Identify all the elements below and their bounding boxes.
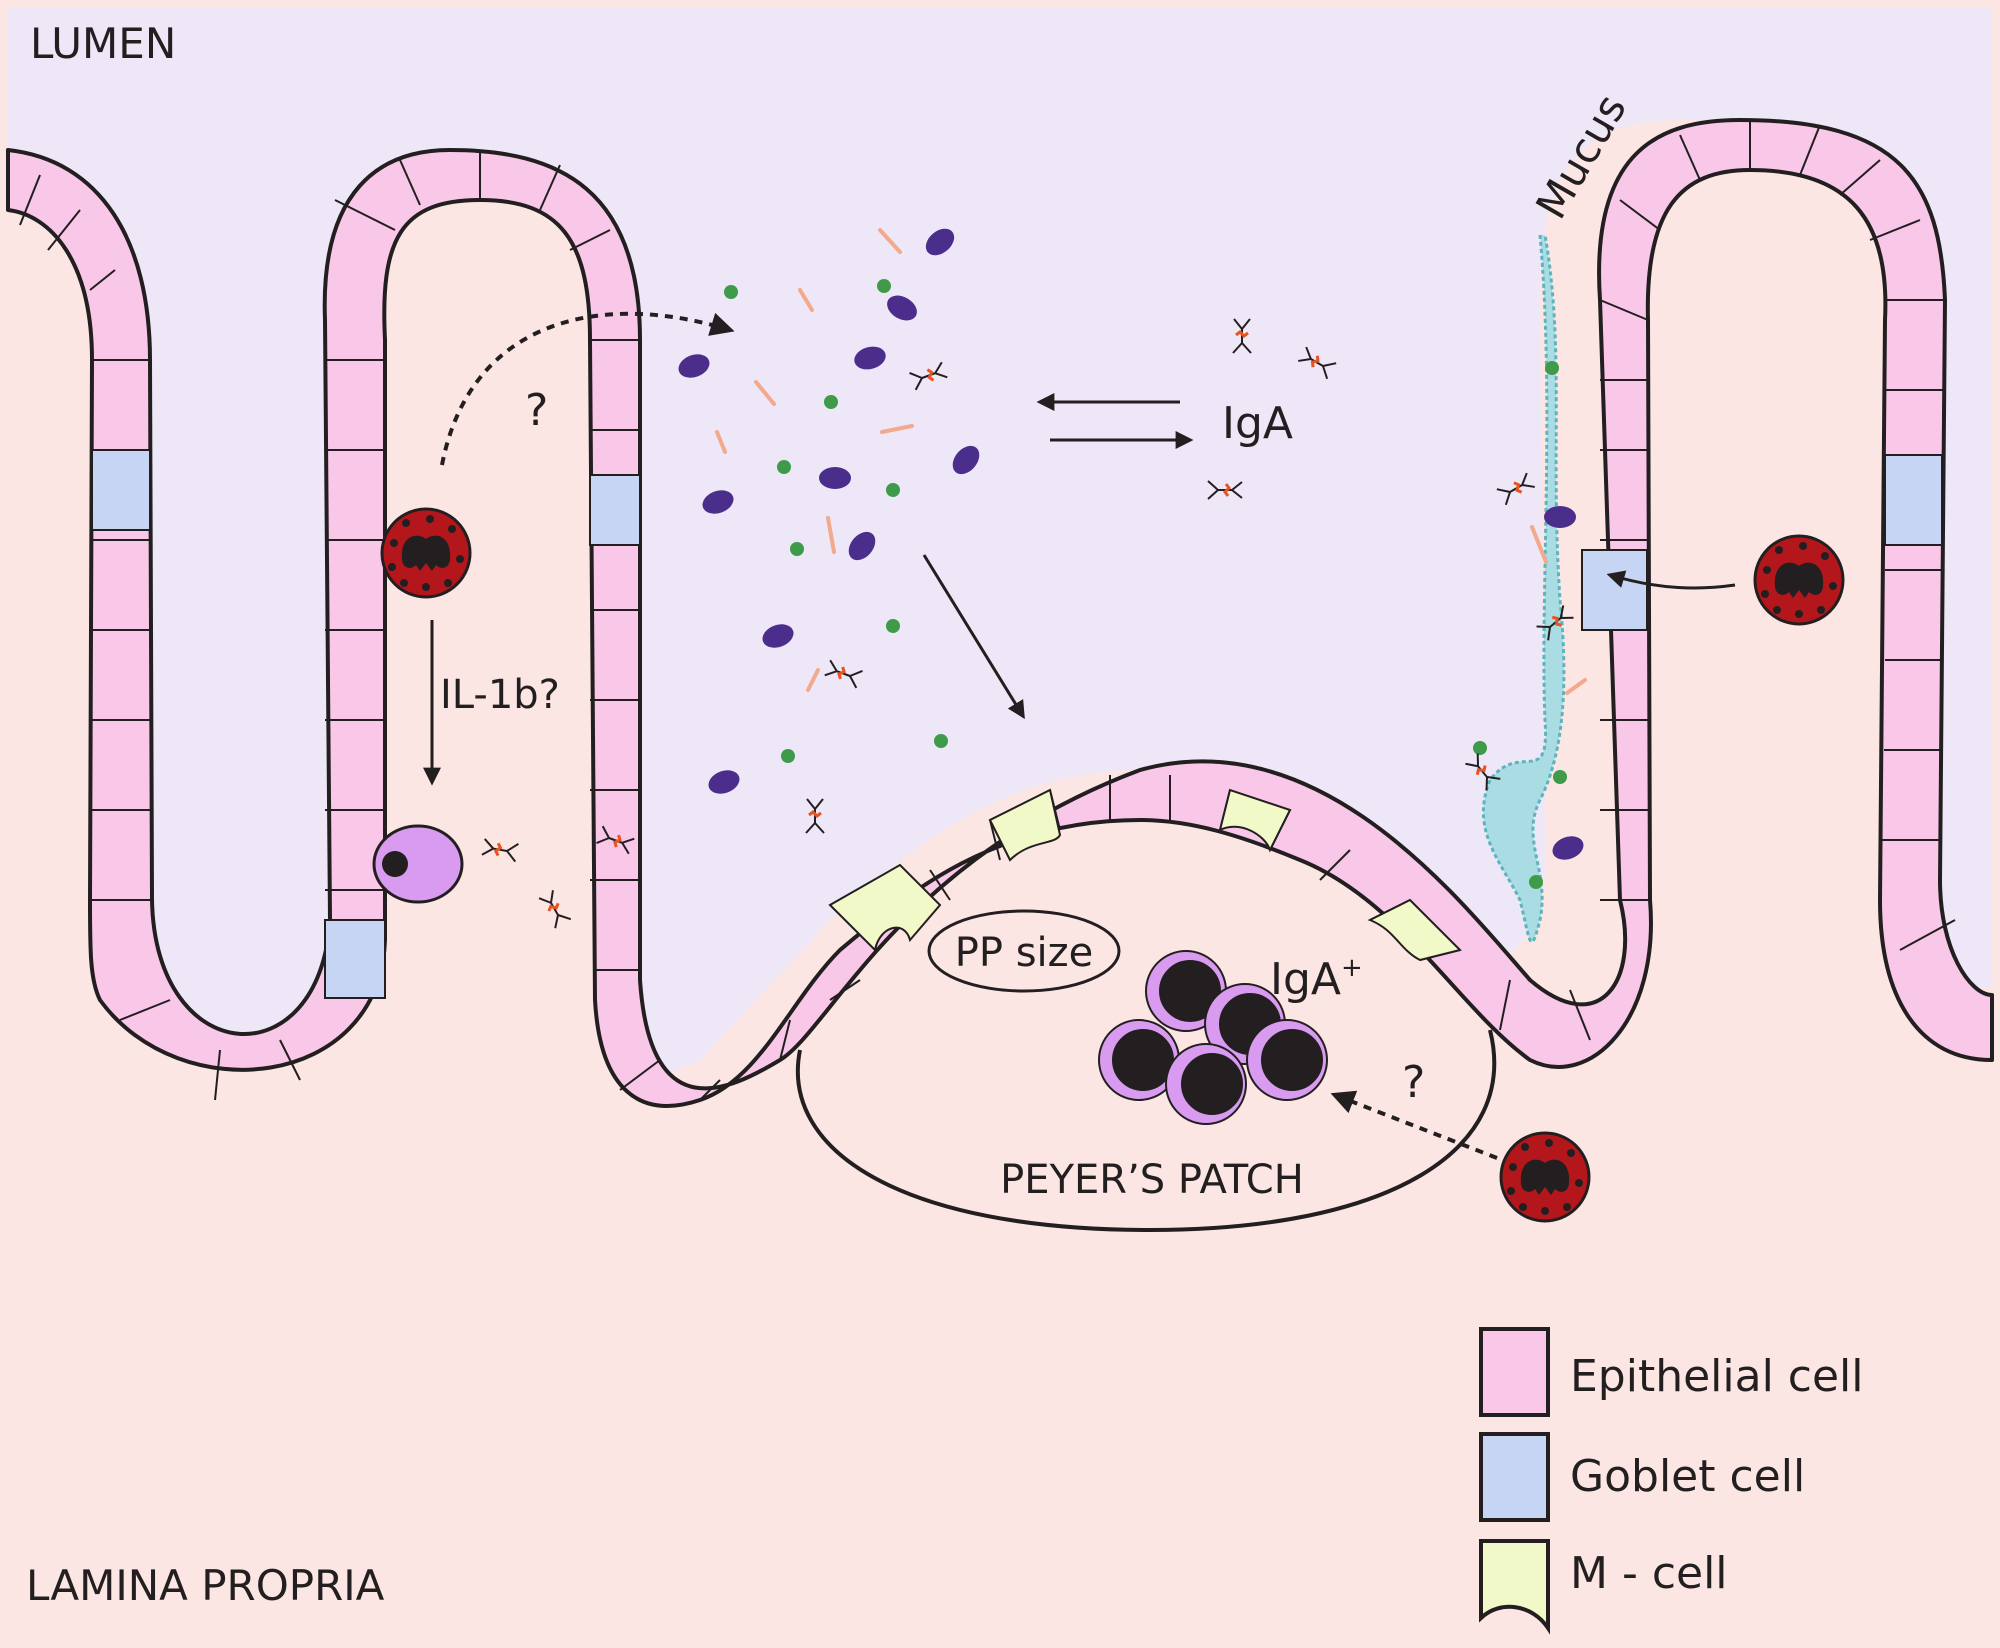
iga-plus-b-cell-cluster (1098, 950, 1328, 1125)
m-cell (1218, 788, 1292, 853)
legend-swatch-goblet (1479, 1432, 1550, 1522)
plasma-cell-icon (372, 824, 464, 904)
bacterium-icon (1544, 506, 1576, 528)
goblet-cell (1581, 549, 1648, 631)
bacteria-green (724, 279, 1567, 889)
neutrophil-icon (1753, 534, 1845, 626)
m-cell (828, 863, 942, 953)
m-cell (988, 788, 1062, 862)
goblet-cells (91, 449, 1943, 999)
bacterium-icon (952, 445, 980, 475)
bacterium-icon (678, 354, 710, 378)
bacterium-icon (702, 490, 734, 514)
lamina-propria-label: LAMINA PROPRIA (26, 1561, 385, 1610)
arrows (423, 311, 1736, 1160)
bacterium-icon (925, 228, 955, 256)
goblet-cell (589, 474, 641, 546)
iga-plus-sup: + (1341, 953, 1363, 983)
epithelial-cell-boundaries (19, 120, 1956, 1101)
iga-plus-label: IgA+ (1270, 953, 1363, 1005)
neutrophil-icon (380, 507, 472, 599)
bacterium-icon (762, 624, 794, 648)
legend-label-epithelial: Epithelial cell (1570, 1351, 1864, 1402)
peyers-patch (795, 1029, 1497, 1233)
pp-size-label: PP size (955, 930, 1094, 976)
pp-size-ellipse (927, 909, 1121, 993)
il1b-label: IL-1b? (440, 672, 560, 718)
bacterium-icon (819, 467, 851, 489)
bacterium-icon (708, 770, 740, 794)
legend-swatch-m-cell (1479, 1539, 1550, 1635)
goblet-cell (1884, 454, 1943, 546)
bacteria-purple (678, 228, 1584, 860)
bacterium-icon (887, 295, 917, 321)
arrow-to-pp (922, 554, 1025, 720)
question-mark-upper: ? (525, 385, 548, 436)
legend-label-m-cell: M - cell (1570, 1548, 1728, 1599)
arrow-dotted-upper (440, 311, 735, 466)
m-cell (1367, 898, 1462, 962)
bacterium-icon (848, 531, 876, 561)
lumen-label: LUMEN (30, 19, 176, 68)
goblet-cell (324, 919, 386, 999)
mucus-layer (1481, 234, 1566, 944)
bacterium-icon (854, 346, 886, 370)
epithelium-layer (6, 118, 1994, 1108)
legend: Epithelial cell Goblet cell M - cell (1479, 1327, 1864, 1635)
bacterium-icon (1552, 836, 1584, 860)
legend-swatch-epithelial (1479, 1327, 1550, 1417)
peyers-patch-label: PEYER’S PATCH (1000, 1157, 1304, 1203)
iga-plus-base: IgA (1270, 954, 1341, 1005)
legend-label-goblet: Goblet cell (1570, 1451, 1805, 1502)
arrow-neutrophil-goblet (1606, 570, 1736, 590)
goblet-cell (91, 449, 151, 531)
bacteria-filaments (715, 228, 1587, 695)
question-mark-lower: ? (1402, 1057, 1425, 1108)
m-cells (828, 788, 1462, 962)
neutrophil-icon (1499, 1131, 1591, 1223)
iga-label: IgA (1222, 398, 1293, 449)
